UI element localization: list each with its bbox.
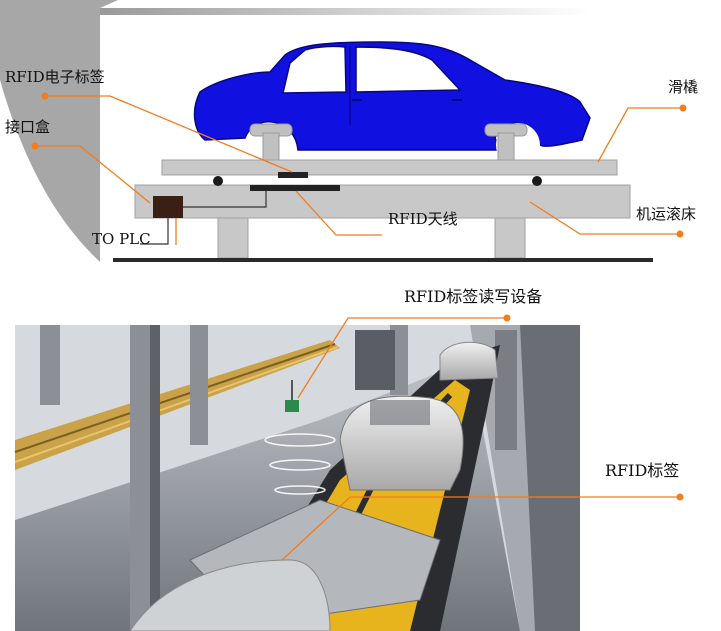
cable-to-antenna [183,191,267,208]
cable-to-plc [140,218,169,245]
scene-car-far [439,341,499,381]
rfid-antenna [250,185,340,191]
leader-dots [31,92,687,501]
leader-lines [35,95,683,561]
leader-junction-box [35,145,151,204]
top-gradient-bar [100,8,590,15]
roller-right [532,176,542,186]
leader-rfid-reader [297,317,507,399]
leader-rfid-tag-bottom [281,496,680,561]
signal-waves [264,433,336,495]
pillar-3 [40,325,60,405]
pillar-5 [495,330,517,450]
rfid-reader-device [285,400,299,412]
scene-right-wall-dark [520,325,580,631]
car-window-front [355,46,462,93]
bottom-scene [14,325,580,631]
car-window-rear [282,45,347,94]
label-rfid-tag: RFID标签 [605,461,680,480]
label-rfid-reader-device: RFID标签读写设备 [404,287,543,306]
scene-car-foreground [129,559,331,631]
pillar-2 [190,325,208,445]
leader-rfid-tag-top [45,95,293,173]
top-schematic [0,0,653,262]
leader-rfid-antenna [295,190,382,236]
floor-line [113,258,653,262]
roller-bed-leg-left [217,217,249,259]
cabinet [355,330,395,390]
label-rfid-antenna: RFID天线 [388,210,458,228]
junction-box [153,196,183,218]
label-to-plc: TO PLC [92,230,151,248]
label-junction-box: 接口盒 [5,118,51,136]
roller-left [213,176,223,186]
leader-skid [597,107,683,163]
label-skid: 滑橇 [668,78,699,96]
label-rfid-electronic-tag: RFID电子标签 [5,68,105,86]
roller-bed-leg-right [494,217,526,259]
roller-bed-frame [134,184,631,219]
label-roller-bed: 机运滚床 [636,205,697,223]
leader-roller-bed [529,201,680,235]
